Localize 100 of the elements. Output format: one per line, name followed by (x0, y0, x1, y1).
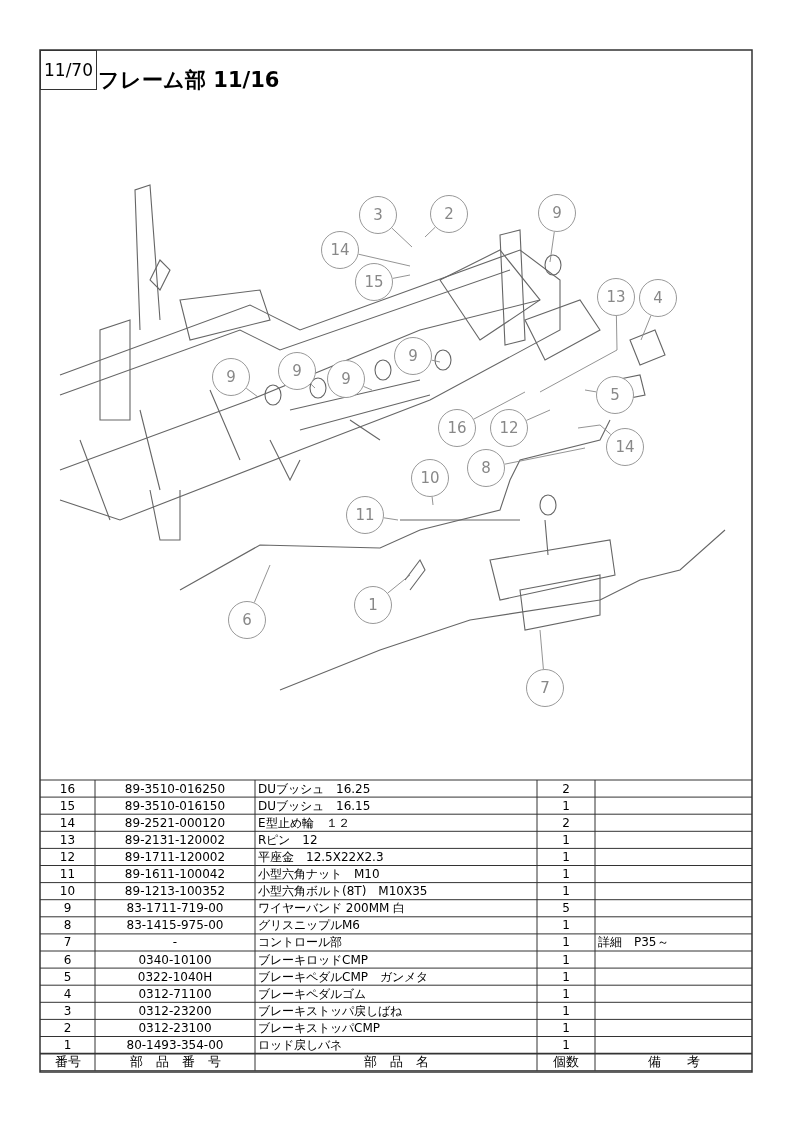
part-code: 0312-23100 (137, 1019, 213, 1036)
leader-line (391, 227, 413, 248)
callout-number: 13 (597, 278, 635, 316)
part-name: DUブッシュ 16.15 (258, 797, 371, 814)
callout-number: 11 (346, 496, 384, 534)
part-code: 83-1711-719-00 (125, 900, 225, 917)
leader-line (424, 226, 436, 238)
column-header: 備 考 (646, 1054, 701, 1071)
item-number: 1 (62, 1037, 73, 1053)
item-number: 8 (62, 917, 73, 934)
callout-number: 9 (394, 337, 432, 375)
callout-number: 9 (212, 358, 250, 396)
leader-line (392, 274, 411, 279)
leader-line (387, 574, 411, 594)
column-header: 部 品 名 (362, 1054, 430, 1071)
leader-line (504, 447, 586, 465)
leader-line (383, 517, 399, 521)
part-name: 平座金 12.5X22X2.3 (258, 848, 384, 865)
part-code: - (171, 934, 179, 951)
part-code: 89-1711-120002 (123, 848, 227, 865)
part-name: ワイヤーバンド 200MM 白 (258, 900, 406, 917)
callout-number: 9 (538, 194, 576, 232)
callout-number: 5 (596, 376, 634, 414)
callout-number: 7 (526, 669, 564, 707)
item-number: 11 (58, 866, 77, 882)
part-code: 80-1493-354-00 (125, 1037, 225, 1053)
item-number: 4 (62, 985, 73, 1002)
part-name: 小型六角ナット M10 (258, 866, 380, 882)
part-code: 83-1415-975-00 (125, 917, 225, 934)
quantity: 5 (561, 900, 571, 917)
part-code: 89-1611-100042 (123, 866, 227, 882)
part-code: 0322-1040H (136, 968, 214, 985)
quantity: 1 (561, 1037, 571, 1053)
part-code: 89-3510-016250 (123, 780, 227, 797)
quantity: 1 (561, 934, 571, 951)
quantity: 1 (561, 866, 571, 882)
callout-number: 10 (411, 459, 449, 497)
item-number: 16 (58, 780, 77, 797)
part-name: ブレーキストッパCMP (258, 1019, 380, 1036)
leader-line (525, 409, 551, 421)
item-number: 14 (58, 814, 77, 831)
quantity: 1 (561, 848, 571, 865)
quantity: 1 (561, 951, 571, 968)
part-code: 89-3510-016150 (123, 797, 227, 814)
item-number: 10 (58, 883, 77, 900)
quantity: 1 (561, 985, 571, 1002)
page-number-box: 11/70 (40, 50, 97, 90)
quantity: 1 (561, 797, 571, 814)
leader-line (431, 359, 441, 363)
part-code: 0312-23200 (137, 1002, 213, 1019)
item-number: 2 (62, 1019, 73, 1036)
callout-number: 3 (359, 196, 397, 234)
part-name: コントロール部 (258, 934, 342, 951)
title: フレーム部 11/16 (98, 67, 280, 94)
part-name: ブレーキロッドCMP (258, 951, 368, 968)
leader-line (549, 231, 555, 263)
item-number: 5 (62, 968, 73, 985)
item-number: 15 (58, 797, 77, 814)
leader-line (577, 424, 612, 435)
part-name: 小型六角ボルト(8T) M10X35 (258, 883, 428, 900)
quantity: 2 (561, 814, 571, 831)
callout-number: 9 (327, 360, 365, 398)
callout-number: 9 (278, 352, 316, 390)
leader-line (473, 391, 526, 420)
part-name: Rピン 12 (258, 831, 318, 848)
leader-line (584, 389, 597, 393)
part-name: グリスニップルM6 (258, 917, 360, 934)
column-header: 個数 (552, 1054, 580, 1071)
part-name: ブレーキストッパ戻しばね (258, 1002, 402, 1019)
leader-line (431, 496, 434, 506)
leader-line (358, 253, 411, 267)
callout-number: 4 (639, 279, 677, 317)
leader-line (640, 315, 652, 341)
column-header: 部 品 番 号 (128, 1054, 222, 1071)
item-number: 6 (62, 951, 73, 968)
callout-number: 6 (228, 601, 266, 639)
callout-number: 14 (606, 428, 644, 466)
quantity: 2 (561, 780, 571, 797)
callout-number: 8 (467, 449, 505, 487)
item-number: 12 (58, 848, 77, 865)
quantity: 1 (561, 883, 571, 900)
part-code: 0340-10100 (137, 951, 213, 968)
part-code: 0312-71100 (137, 985, 213, 1002)
leader-line (245, 387, 259, 398)
leader-line (539, 629, 544, 670)
part-code: 89-1213-100352 (123, 883, 227, 900)
callout-number: 2 (430, 195, 468, 233)
callout-number: 16 (438, 409, 476, 447)
callout-number: 1 (354, 586, 392, 624)
leader-line (539, 315, 618, 393)
callout-number: 15 (355, 263, 393, 301)
item-number: 3 (62, 1002, 73, 1019)
quantity: 1 (561, 1002, 571, 1019)
column-header: 番号 (53, 1054, 82, 1071)
leader-line (363, 385, 373, 391)
quantity: 1 (561, 968, 571, 985)
quantity: 1 (561, 831, 571, 848)
item-number: 13 (58, 831, 77, 848)
part-name: ブレーキペダルCMP ガンメタ (258, 968, 428, 985)
callout-number: 14 (321, 231, 359, 269)
